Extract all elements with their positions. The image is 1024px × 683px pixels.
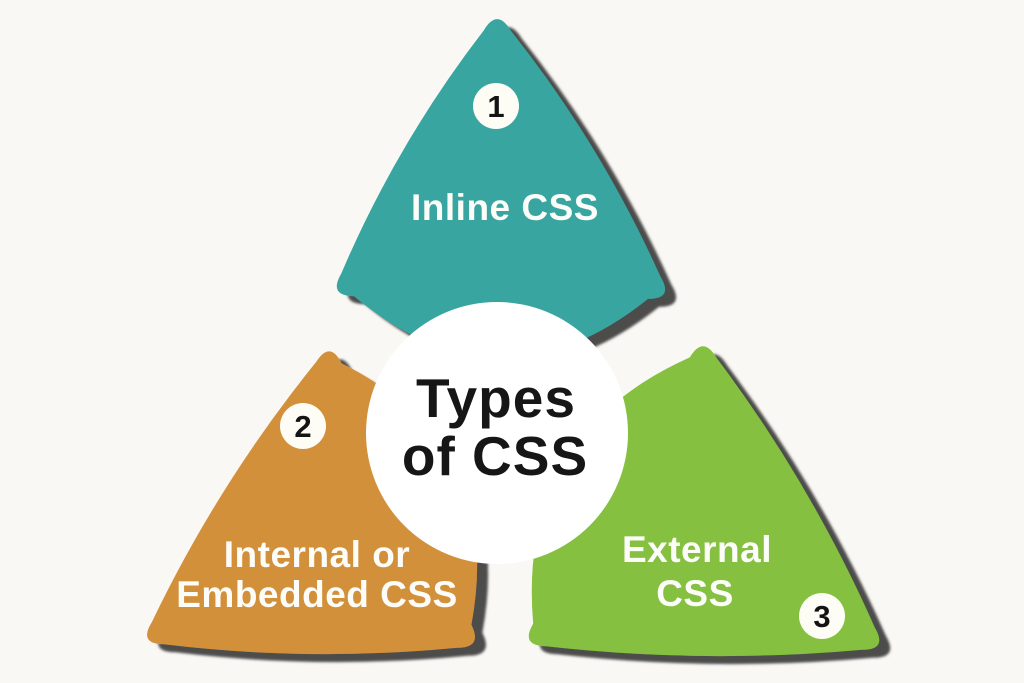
badge-3-number: 3 bbox=[813, 599, 830, 634]
inline-css-label: Inline CSS bbox=[411, 187, 599, 228]
badge-2-circle bbox=[280, 403, 326, 449]
badge-2-number: 2 bbox=[294, 409, 311, 444]
badge-1: 1 bbox=[473, 83, 519, 129]
badge-3-circle bbox=[799, 593, 845, 639]
center-circle bbox=[366, 302, 628, 564]
badge-3: 3 bbox=[799, 593, 845, 639]
external-css-label-line1: External bbox=[622, 529, 772, 570]
inline-css-triangle bbox=[336, 19, 666, 358]
external-css-label-line2: CSS bbox=[656, 573, 734, 614]
badge-2: 2 bbox=[280, 403, 326, 449]
internal-css-label-line1: Internal or bbox=[224, 534, 410, 575]
badge-1-circle bbox=[473, 83, 519, 129]
badge-1-number: 1 bbox=[487, 89, 504, 124]
internal-css-label-line2: Embedded CSS bbox=[176, 574, 458, 615]
center-title-line1: Types bbox=[416, 367, 576, 429]
center-title-line2: of CSS bbox=[402, 425, 588, 487]
